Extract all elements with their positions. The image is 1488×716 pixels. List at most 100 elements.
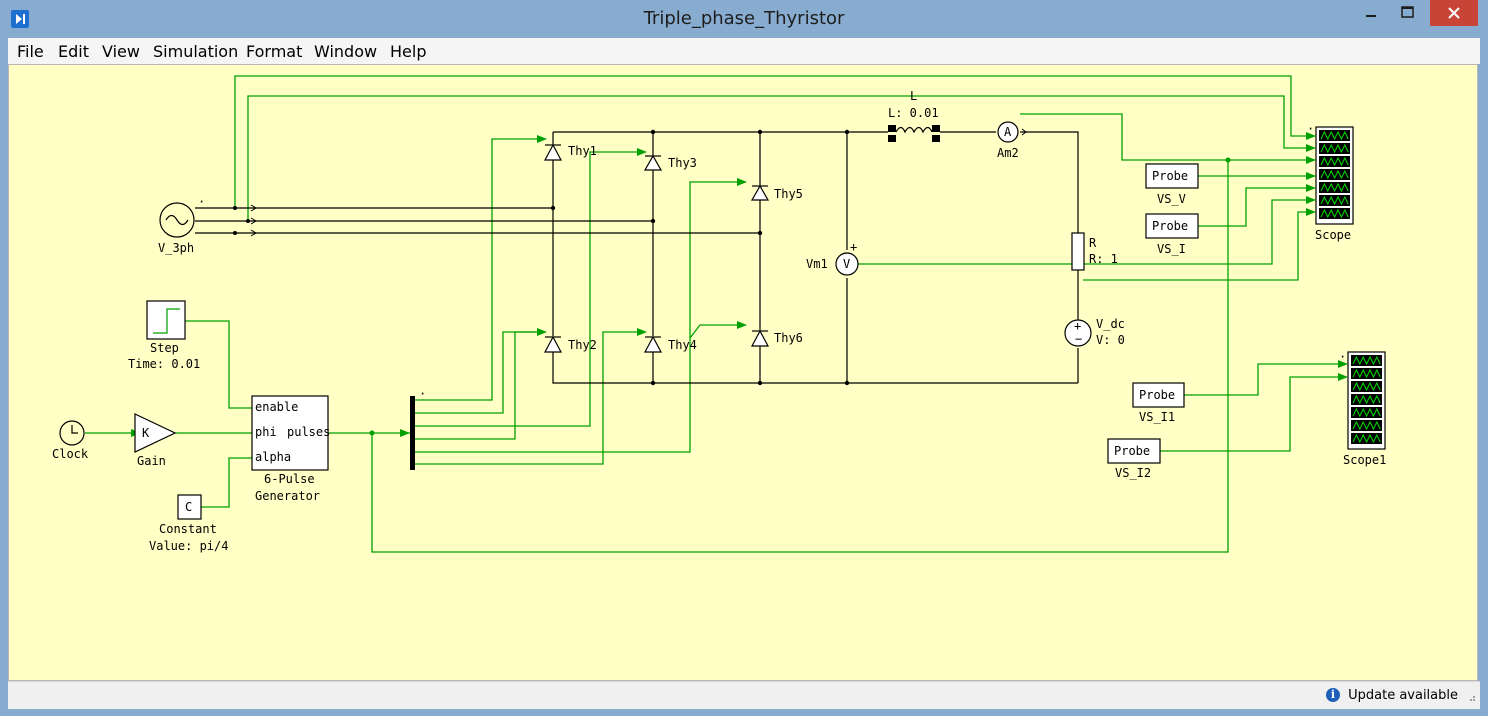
constant-param: Value: pi/4 xyxy=(149,539,228,553)
v3ph-label: V_3ph xyxy=(158,241,194,255)
vdc-param: V: 0 xyxy=(1096,333,1125,347)
resistor-block[interactable]: R R: 1 xyxy=(1071,232,1118,271)
probe-vs-i1-label: VS_I1 xyxy=(1139,410,1175,424)
step-label: Step xyxy=(150,341,179,355)
voltmeter-label: Vm1 xyxy=(806,257,828,271)
scope-trace xyxy=(1352,433,1381,444)
clock-label: Clock xyxy=(52,447,89,461)
probe-vs-v-block[interactable]: Probe VS_V xyxy=(1145,163,1199,206)
scope-block[interactable]: · Scope xyxy=(1307,122,1354,242)
gain-label: Gain xyxy=(137,454,166,468)
constant-block[interactable]: C Constant Value: pi/4 xyxy=(149,494,228,553)
pulse-generator-block[interactable]: enable phi alpha pulses 6-Pulse Generato… xyxy=(251,395,330,503)
scope-screen-tile xyxy=(1319,156,1350,167)
voltmeter-block[interactable]: V + Vm1 xyxy=(806,240,859,276)
scope-screen-tile xyxy=(1319,130,1350,141)
port-enable: enable xyxy=(255,400,298,414)
menu-simulation[interactable]: Simulation xyxy=(153,42,239,61)
scope1-block[interactable]: · Scope1 xyxy=(1339,350,1386,467)
probe-vs-i1-block[interactable]: Probe VS_I1 xyxy=(1132,382,1185,424)
scope-trace xyxy=(1320,182,1349,193)
junction-dots xyxy=(233,129,850,386)
gain-triangle-icon xyxy=(134,413,177,453)
resistor-param: R: 1 xyxy=(1089,252,1118,266)
constant-glyph: C xyxy=(185,500,192,514)
status-bar: i Update available xyxy=(8,681,1480,709)
menu-view[interactable]: View xyxy=(102,42,140,61)
scope-trace xyxy=(1320,143,1349,154)
thy2-icon xyxy=(544,335,562,353)
dc-source-block[interactable]: + − V_dc V: 0 xyxy=(1064,317,1125,347)
resistor-icon xyxy=(1071,232,1085,271)
thy3-label[interactable]: Thy3 xyxy=(668,156,697,170)
thy6-label[interactable]: Thy6 xyxy=(774,331,803,345)
three-phase-source-block[interactable]: · V_3ph xyxy=(158,195,205,255)
svg-text:+: + xyxy=(850,240,857,254)
menu-bar: File Edit View Simulation Format Window … xyxy=(8,38,1480,64)
scope-trace xyxy=(1352,355,1381,366)
inductor-label: L xyxy=(910,89,917,103)
gain-block[interactable]: K Gain xyxy=(134,413,177,468)
step-block[interactable]: Step Time: 0.01 xyxy=(128,300,200,371)
inductor-block[interactable]: L L: 0.01 xyxy=(888,89,940,142)
window-title: Triple_phase_Thyristor xyxy=(643,8,845,29)
close-button[interactable] xyxy=(1430,0,1478,26)
menu-file[interactable]: File xyxy=(17,42,44,61)
step-icon xyxy=(153,308,180,334)
ammeter-block[interactable]: A Am2 xyxy=(997,121,1019,160)
title-bar[interactable]: Triple_phase_Thyristor xyxy=(0,0,1488,38)
scope-screen-tile xyxy=(1319,182,1350,193)
thy2-label[interactable]: Thy2 xyxy=(568,338,597,352)
minimize-button[interactable] xyxy=(1357,0,1385,26)
voltmeter-glyph: V xyxy=(843,257,850,271)
scope1-label: Scope1 xyxy=(1343,453,1386,467)
probe-vs-i-label: VS_I xyxy=(1157,242,1186,256)
thy3-icon xyxy=(643,154,663,171)
scope-screen-tile xyxy=(1351,394,1382,405)
thyristor-symbols xyxy=(544,143,770,353)
probe-vs-i1-text: Probe xyxy=(1139,388,1175,402)
scope-screen-tile xyxy=(1351,407,1382,418)
probe-vs-i2-block[interactable]: Probe VS_I2 xyxy=(1107,438,1161,480)
scope-screen-tile xyxy=(1351,381,1382,392)
scope-screen-tile xyxy=(1351,420,1382,431)
scope-trace xyxy=(1352,368,1381,379)
diagram-canvas[interactable] xyxy=(8,64,1478,681)
menu-format[interactable]: Format xyxy=(246,42,303,61)
scope-trace xyxy=(1352,381,1381,392)
menu-window[interactable]: Window xyxy=(314,42,378,61)
minimize-icon xyxy=(1366,15,1376,17)
inductor-param: L: 0.01 xyxy=(888,106,939,120)
thy4-label[interactable]: Thy4 xyxy=(668,338,697,352)
menu-help[interactable]: Help xyxy=(390,42,427,61)
menu-edit[interactable]: Edit xyxy=(58,42,89,61)
scope-screen-tile xyxy=(1319,143,1350,154)
thy5-icon xyxy=(750,184,770,201)
thy1-label[interactable]: Thy1 xyxy=(568,144,597,158)
scope1-screen-icons xyxy=(1351,355,1382,444)
thy5-label[interactable]: Thy5 xyxy=(774,187,803,201)
scope-screen-tile xyxy=(1351,368,1382,379)
constant-label: Constant xyxy=(159,522,217,536)
step-param: Time: 0.01 xyxy=(128,357,200,371)
electrical-wires xyxy=(195,131,1079,384)
scope-trace xyxy=(1352,394,1381,405)
vsource-output-arrows xyxy=(250,128,1027,237)
clock-icon xyxy=(59,420,85,446)
update-available-link[interactable]: Update available xyxy=(1348,688,1458,703)
scope-screen-tile xyxy=(1319,208,1350,219)
scope-trace xyxy=(1352,420,1381,431)
resize-grip-icon[interactable] xyxy=(1466,692,1476,702)
maximize-button[interactable] xyxy=(1388,0,1428,26)
scope-trace xyxy=(1352,407,1381,418)
clock-block[interactable]: Clock xyxy=(52,420,89,461)
probe-vs-v-text: Probe xyxy=(1152,169,1188,183)
probe-vs-i2-text: Probe xyxy=(1114,444,1150,458)
pulse-label-line2: Generator xyxy=(255,489,320,503)
scope-trace xyxy=(1320,156,1349,167)
demux-block[interactable]: · xyxy=(410,387,426,470)
svg-text:+: + xyxy=(1074,319,1081,333)
scope-screen-icons xyxy=(1319,130,1350,219)
probe-vs-i-block[interactable]: Probe VS_I xyxy=(1145,213,1199,256)
